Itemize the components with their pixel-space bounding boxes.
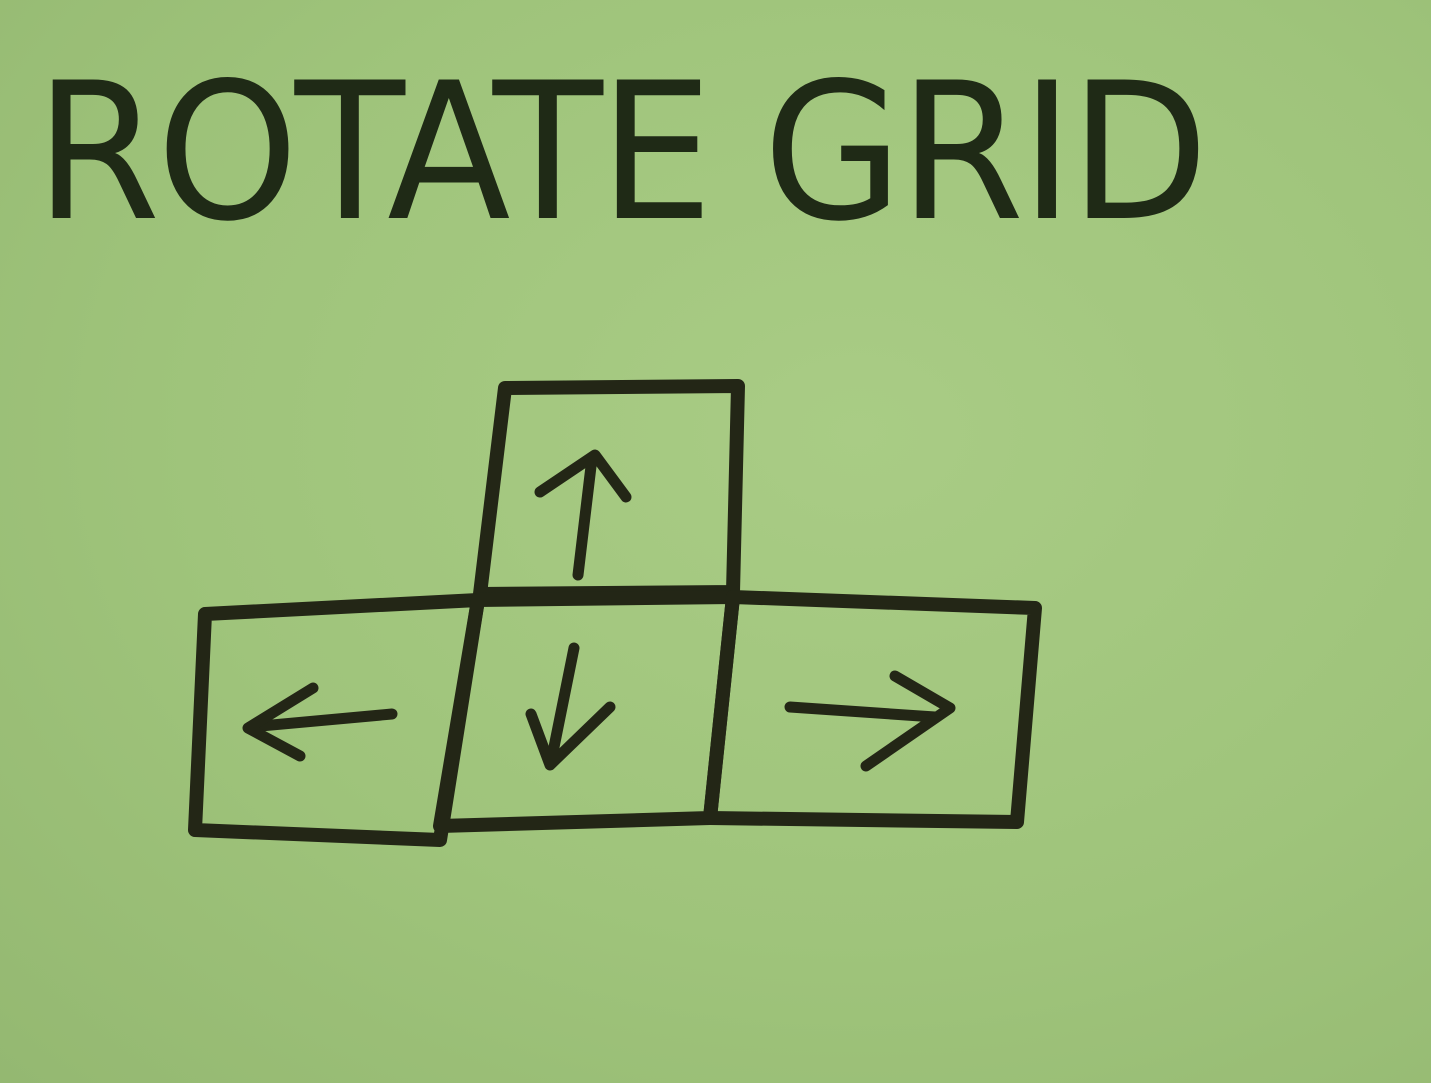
key-up[interactable] bbox=[473, 379, 745, 601]
sketch-title: ROTATE GRID bbox=[35, 42, 1205, 263]
key-down[interactable] bbox=[433, 590, 740, 833]
arrow-left-icon bbox=[242, 682, 398, 762]
key-up-outline bbox=[473, 379, 745, 601]
key-right-outline bbox=[703, 590, 1042, 829]
key-left-outline bbox=[188, 593, 485, 847]
key-left[interactable] bbox=[188, 593, 485, 847]
key-right[interactable] bbox=[703, 590, 1042, 829]
arrow-down-icon bbox=[525, 642, 616, 771]
arrow-up-icon bbox=[534, 449, 632, 581]
key-down-outline bbox=[433, 590, 740, 833]
arrow-right-icon bbox=[784, 670, 956, 772]
